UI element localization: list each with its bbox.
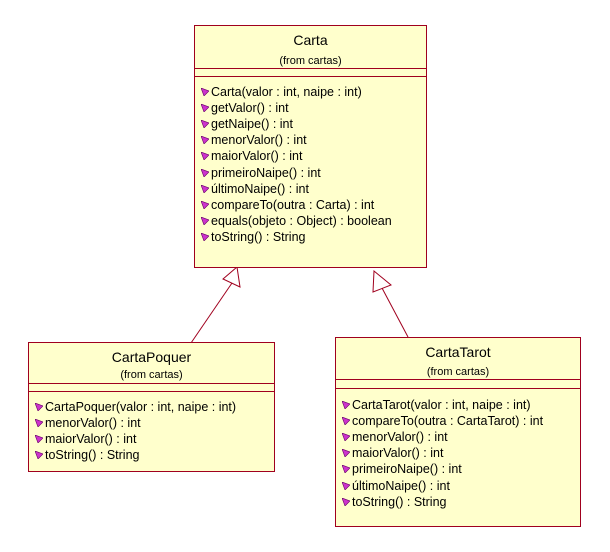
- public-operation-icon: [201, 88, 209, 97]
- operation-signature: maiorValor() : int: [211, 149, 303, 164]
- public-operation-icon: [35, 451, 43, 460]
- public-operation-icon: [201, 216, 209, 225]
- operations-divider: [29, 391, 274, 392]
- operations-divider: [195, 76, 426, 77]
- operation-signature: maiorValor() : int: [45, 432, 137, 447]
- class-header: CartaTarot (from cartas): [336, 338, 580, 379]
- public-operation-icon: [201, 232, 209, 241]
- operation-signature: compareTo(outra : CartaTarot) : int: [352, 414, 544, 429]
- public-operation-icon: [342, 401, 350, 410]
- operations-list: CartaPoquer(valor : int, naipe : int) me…: [35, 399, 270, 463]
- operation-signature: Carta(valor : int, naipe : int): [211, 85, 362, 100]
- public-operation-icon: [201, 200, 209, 209]
- operation-item[interactable]: primeiroNaipe() : int: [201, 164, 422, 180]
- operation-item[interactable]: equals(objeto : Object) : boolean: [201, 213, 422, 229]
- generalization-line-cartatarot: [381, 287, 409, 338]
- operations-list: Carta(valor : int, naipe : int) getValor…: [201, 84, 422, 245]
- generalization-arrowhead-cartapoquer: [222, 266, 241, 288]
- operation-signature: getValor() : int: [211, 101, 289, 116]
- public-operation-icon: [201, 184, 209, 193]
- operation-item[interactable]: menorValor() : int: [35, 415, 270, 431]
- operation-item[interactable]: últimoNaipe() : int: [342, 477, 576, 493]
- class-name: CartaTarot: [425, 344, 491, 360]
- operation-signature: toString() : String: [352, 494, 447, 509]
- class-name: Carta: [293, 32, 328, 48]
- operation-item[interactable]: Carta(valor : int, naipe : int): [201, 84, 422, 100]
- operation-signature: primeiroNaipe() : int: [211, 165, 321, 180]
- public-operation-icon: [201, 120, 209, 129]
- operation-item[interactable]: maiorValor() : int: [342, 445, 576, 461]
- public-operation-icon: [201, 152, 209, 161]
- operation-signature: últimoNaipe() : int: [211, 181, 309, 196]
- public-operation-icon: [201, 104, 209, 113]
- operation-item[interactable]: menorValor() : int: [342, 429, 576, 445]
- class-package: (from cartas): [120, 369, 183, 381]
- class-header: Carta (from cartas): [195, 26, 426, 68]
- operation-signature: equals(objeto : Object) : boolean: [211, 213, 392, 228]
- operation-item[interactable]: toString() : String: [201, 229, 422, 245]
- operation-signature: menorValor() : int: [211, 133, 307, 148]
- operation-item[interactable]: maiorValor() : int: [35, 431, 270, 447]
- operation-signature: CartaPoquer(valor : int, naipe : int): [45, 400, 237, 415]
- public-operation-icon: [35, 403, 43, 412]
- operation-item[interactable]: CartaTarot(valor : int, naipe : int): [342, 397, 576, 413]
- public-operation-icon: [201, 136, 209, 145]
- generalization-arrowhead-cartatarot: [372, 269, 392, 293]
- class-header: CartaPoquer (from cartas): [29, 343, 274, 382]
- class-carta[interactable]: Carta (from cartas) Carta(valor : int, n…: [194, 25, 427, 268]
- operation-signature: compareTo(outra : Carta) : int: [211, 197, 375, 212]
- operation-signature: maiorValor() : int: [352, 446, 444, 461]
- operations-divider: [336, 388, 580, 389]
- class-name: CartaPoquer: [111, 349, 192, 365]
- operation-signature: getNaipe() : int: [211, 117, 293, 132]
- operation-item[interactable]: menorValor() : int: [201, 132, 422, 148]
- operation-signature: menorValor() : int: [352, 430, 448, 445]
- class-package: (from cartas): [279, 55, 342, 67]
- generalization-line-cartapoquer: [190, 282, 233, 344]
- public-operation-icon: [35, 435, 43, 444]
- operation-item[interactable]: compareTo(outra : Carta) : int: [201, 197, 422, 213]
- public-operation-icon: [342, 417, 350, 426]
- operation-item[interactable]: CartaPoquer(valor : int, naipe : int): [35, 399, 270, 415]
- public-operation-icon: [342, 481, 350, 490]
- attributes-divider: [336, 379, 580, 380]
- public-operation-icon: [342, 465, 350, 474]
- operation-signature: primeiroNaipe() : int: [352, 462, 462, 477]
- operation-signature: últimoNaipe() : int: [352, 478, 450, 493]
- operation-signature: menorValor() : int: [45, 416, 141, 431]
- public-operation-icon: [342, 497, 350, 506]
- attributes-divider: [29, 383, 274, 384]
- public-operation-icon: [35, 419, 43, 428]
- class-cartatarot[interactable]: CartaTarot (from cartas) CartaTarot(valo…: [335, 337, 581, 527]
- class-package: (from cartas): [426, 366, 490, 378]
- operation-item[interactable]: últimoNaipe() : int: [201, 181, 422, 197]
- operation-signature: CartaTarot(valor : int, naipe : int): [352, 398, 531, 413]
- operation-signature: toString() : String: [211, 229, 306, 244]
- public-operation-icon: [342, 449, 350, 458]
- public-operation-icon: [342, 433, 350, 442]
- operation-item[interactable]: getValor() : int: [201, 100, 422, 116]
- public-operation-icon: [201, 168, 209, 177]
- operation-item[interactable]: toString() : String: [342, 494, 576, 510]
- operation-item[interactable]: maiorValor() : int: [201, 148, 422, 164]
- operation-item[interactable]: getNaipe() : int: [201, 116, 422, 132]
- class-cartapoquer[interactable]: CartaPoquer (from cartas) CartaPoquer(va…: [28, 342, 275, 472]
- operation-signature: toString() : String: [45, 448, 140, 463]
- operation-item[interactable]: toString() : String: [35, 447, 270, 463]
- operation-item[interactable]: compareTo(outra : CartaTarot) : int: [342, 413, 576, 429]
- operation-item[interactable]: primeiroNaipe() : int: [342, 461, 576, 477]
- operations-list: CartaTarot(valor : int, naipe : int) com…: [342, 397, 576, 510]
- attributes-divider: [195, 68, 426, 69]
